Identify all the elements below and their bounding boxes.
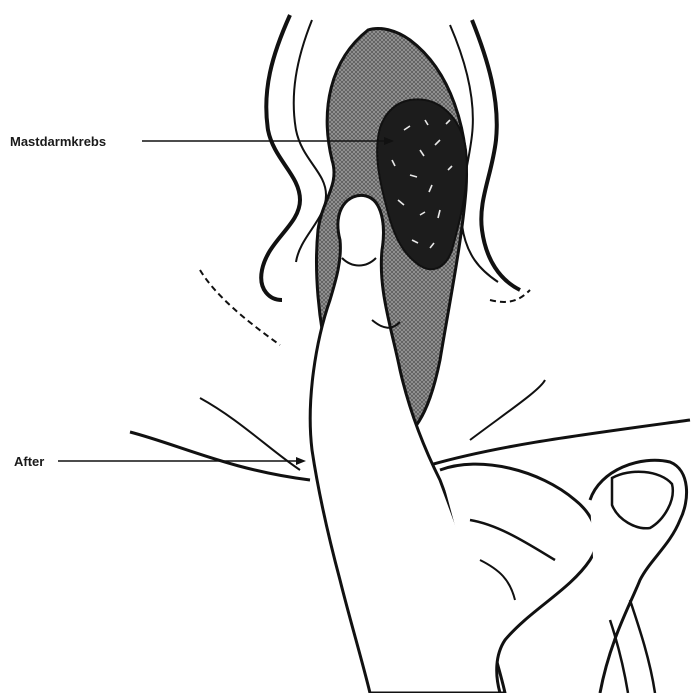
anus-leader-arrow xyxy=(296,457,306,465)
rectum-outer-wall-right xyxy=(472,20,520,290)
perineum-line-right-2 xyxy=(470,380,545,440)
label-tumor: Mastdarmkrebs xyxy=(10,134,106,149)
perineum-line-right xyxy=(430,420,690,465)
perineum-line-left xyxy=(130,432,310,480)
tissue-dash-left xyxy=(200,270,280,345)
rectum-outer-wall-left xyxy=(261,15,300,300)
label-anus: After xyxy=(14,454,44,469)
tissue-dash-right xyxy=(490,290,530,302)
